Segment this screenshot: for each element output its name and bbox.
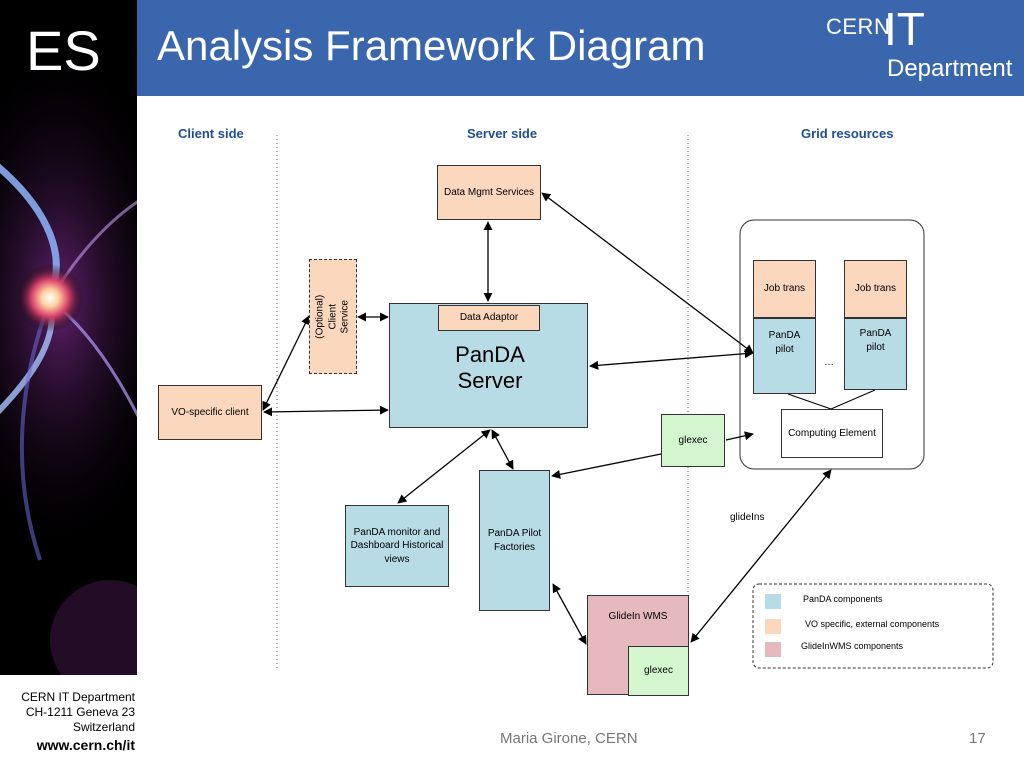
glexec-node-wms: glexec <box>628 646 689 696</box>
arrow-glexec-ce <box>725 431 754 441</box>
line-pilot2-ce <box>830 389 876 410</box>
vo-specific-client-node: VO-specific client <box>158 385 262 440</box>
footer-url-link[interactable]: www.cern.ch/it <box>36 737 135 753</box>
data-adaptor-node: Data Adaptor <box>438 305 540 331</box>
arrow-glideinwms-ce <box>690 469 832 643</box>
panda-pilot-node-1: PanDA pilot <box>753 318 816 394</box>
slide-title: Analysis Framework Diagram <box>157 22 706 69</box>
arrow-factories-glexec <box>551 453 662 479</box>
legend-label-vo: VO specific, external components <box>805 619 940 629</box>
grid-resources-heading: Grid resources <box>801 126 894 141</box>
server-side-heading: Server side <box>467 126 538 141</box>
pilot-factories-node: PanDA Pilot Factories <box>479 470 550 611</box>
legend-label-panda: PanDA components <box>803 594 883 604</box>
panda-pilot-label-2: PanDA pilot <box>859 328 892 353</box>
logo-cern-text: CERN <box>826 14 891 39</box>
data-mgmt-services-node: Data Mgmt Services <box>437 165 541 220</box>
panda-server-label: PanDA Server <box>455 342 525 394</box>
panda-monitor-node: PanDA monitor and Dashboard Historical v… <box>345 505 449 587</box>
client-service-node: (Optional) Client Service <box>309 259 357 374</box>
page-number: 17 <box>969 730 986 747</box>
client-service-label: (Optional) Client Service <box>314 294 351 339</box>
logo-department-text: Department <box>887 55 1013 82</box>
arrow-server-grid <box>589 349 754 370</box>
more-pilots-ellipsis: … <box>824 357 834 368</box>
footer-address-line-1: CERN IT Department <box>21 690 135 704</box>
job-trans-node-1: Job trans <box>753 260 816 318</box>
footer-address-line-2: CH-1211 Geneva 23 <box>25 705 135 719</box>
glexec-node-middle: glexec <box>661 414 725 467</box>
glideins-label: glideIns <box>730 512 765 523</box>
legend-swatch-vo <box>765 619 781 634</box>
footer-author: Maria Girone, CERN <box>500 730 638 747</box>
job-trans-node-2: Job trans <box>844 260 907 318</box>
legend-swatch-panda <box>765 594 781 609</box>
panda-pilot-node-2: PanDA pilot <box>844 318 907 390</box>
computing-element-node: Computing Element <box>781 409 883 458</box>
arrow-server-monitor <box>397 429 491 504</box>
es-group-label: ES <box>26 19 101 82</box>
arrow-factories-glideinwms <box>552 583 587 645</box>
line-pilot1-ce <box>787 393 832 410</box>
legend-swatch-glidein <box>765 642 781 657</box>
footer-address-line-3: Switzerland <box>72 720 135 734</box>
arrow-voclient-server <box>263 405 389 417</box>
arrow-voclient-clientservice <box>262 315 310 411</box>
plasma-image <box>0 0 137 675</box>
arrow-datamgmt-grid <box>541 192 754 354</box>
logo-it-text: IT <box>884 3 925 55</box>
header-bar <box>137 0 1024 96</box>
client-side-heading: Client side <box>178 126 244 141</box>
glidein-wms-label: GlideIn WMS <box>608 611 668 622</box>
panda-pilot-label-1: PanDA pilot <box>768 330 801 355</box>
arrow-server-factories <box>491 429 514 470</box>
legend-label-glidein: GlideInWMS components <box>801 641 904 651</box>
decorative-side-image: ES <box>0 0 137 675</box>
